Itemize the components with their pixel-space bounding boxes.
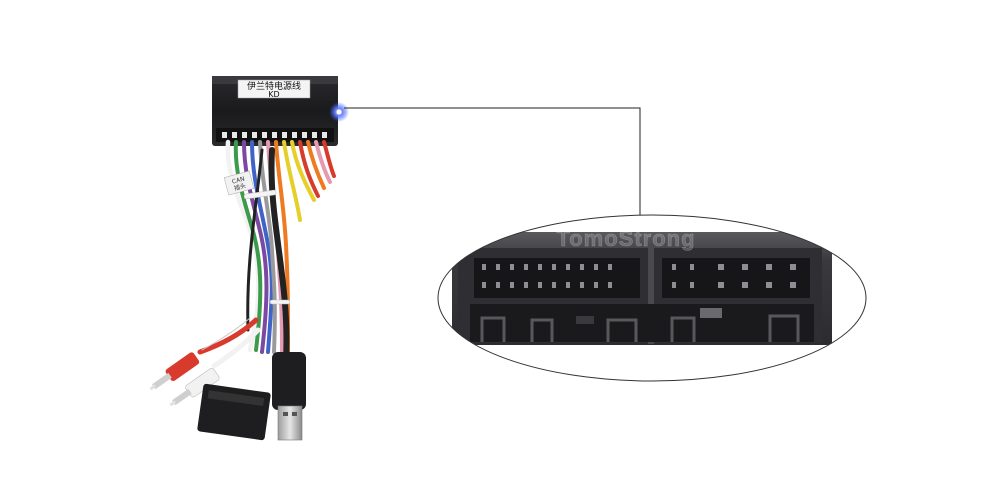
cable-tag: CAN 插头 [223, 170, 255, 196]
rca-plug-icon [149, 352, 220, 407]
aux-connector [197, 383, 271, 441]
watermark: TomoStrong [556, 226, 695, 251]
usb-plug-icon [272, 352, 306, 441]
cable-tie [243, 189, 277, 200]
leader-line-icon [344, 107, 641, 220]
connector-label [237, 79, 311, 99]
harness-connector-icon: 伊兰特电源线 KD [212, 76, 349, 146]
connector-label-line2: KD [268, 90, 279, 99]
connector-label-line1: 伊兰特电源线 [247, 80, 301, 92]
cable-tag-line2: 插头 [233, 181, 247, 192]
zoom-detail: TomoStrong [437, 214, 867, 382]
wire-bundle [197, 139, 336, 369]
cable-tag-line1: CAN [231, 176, 245, 186]
